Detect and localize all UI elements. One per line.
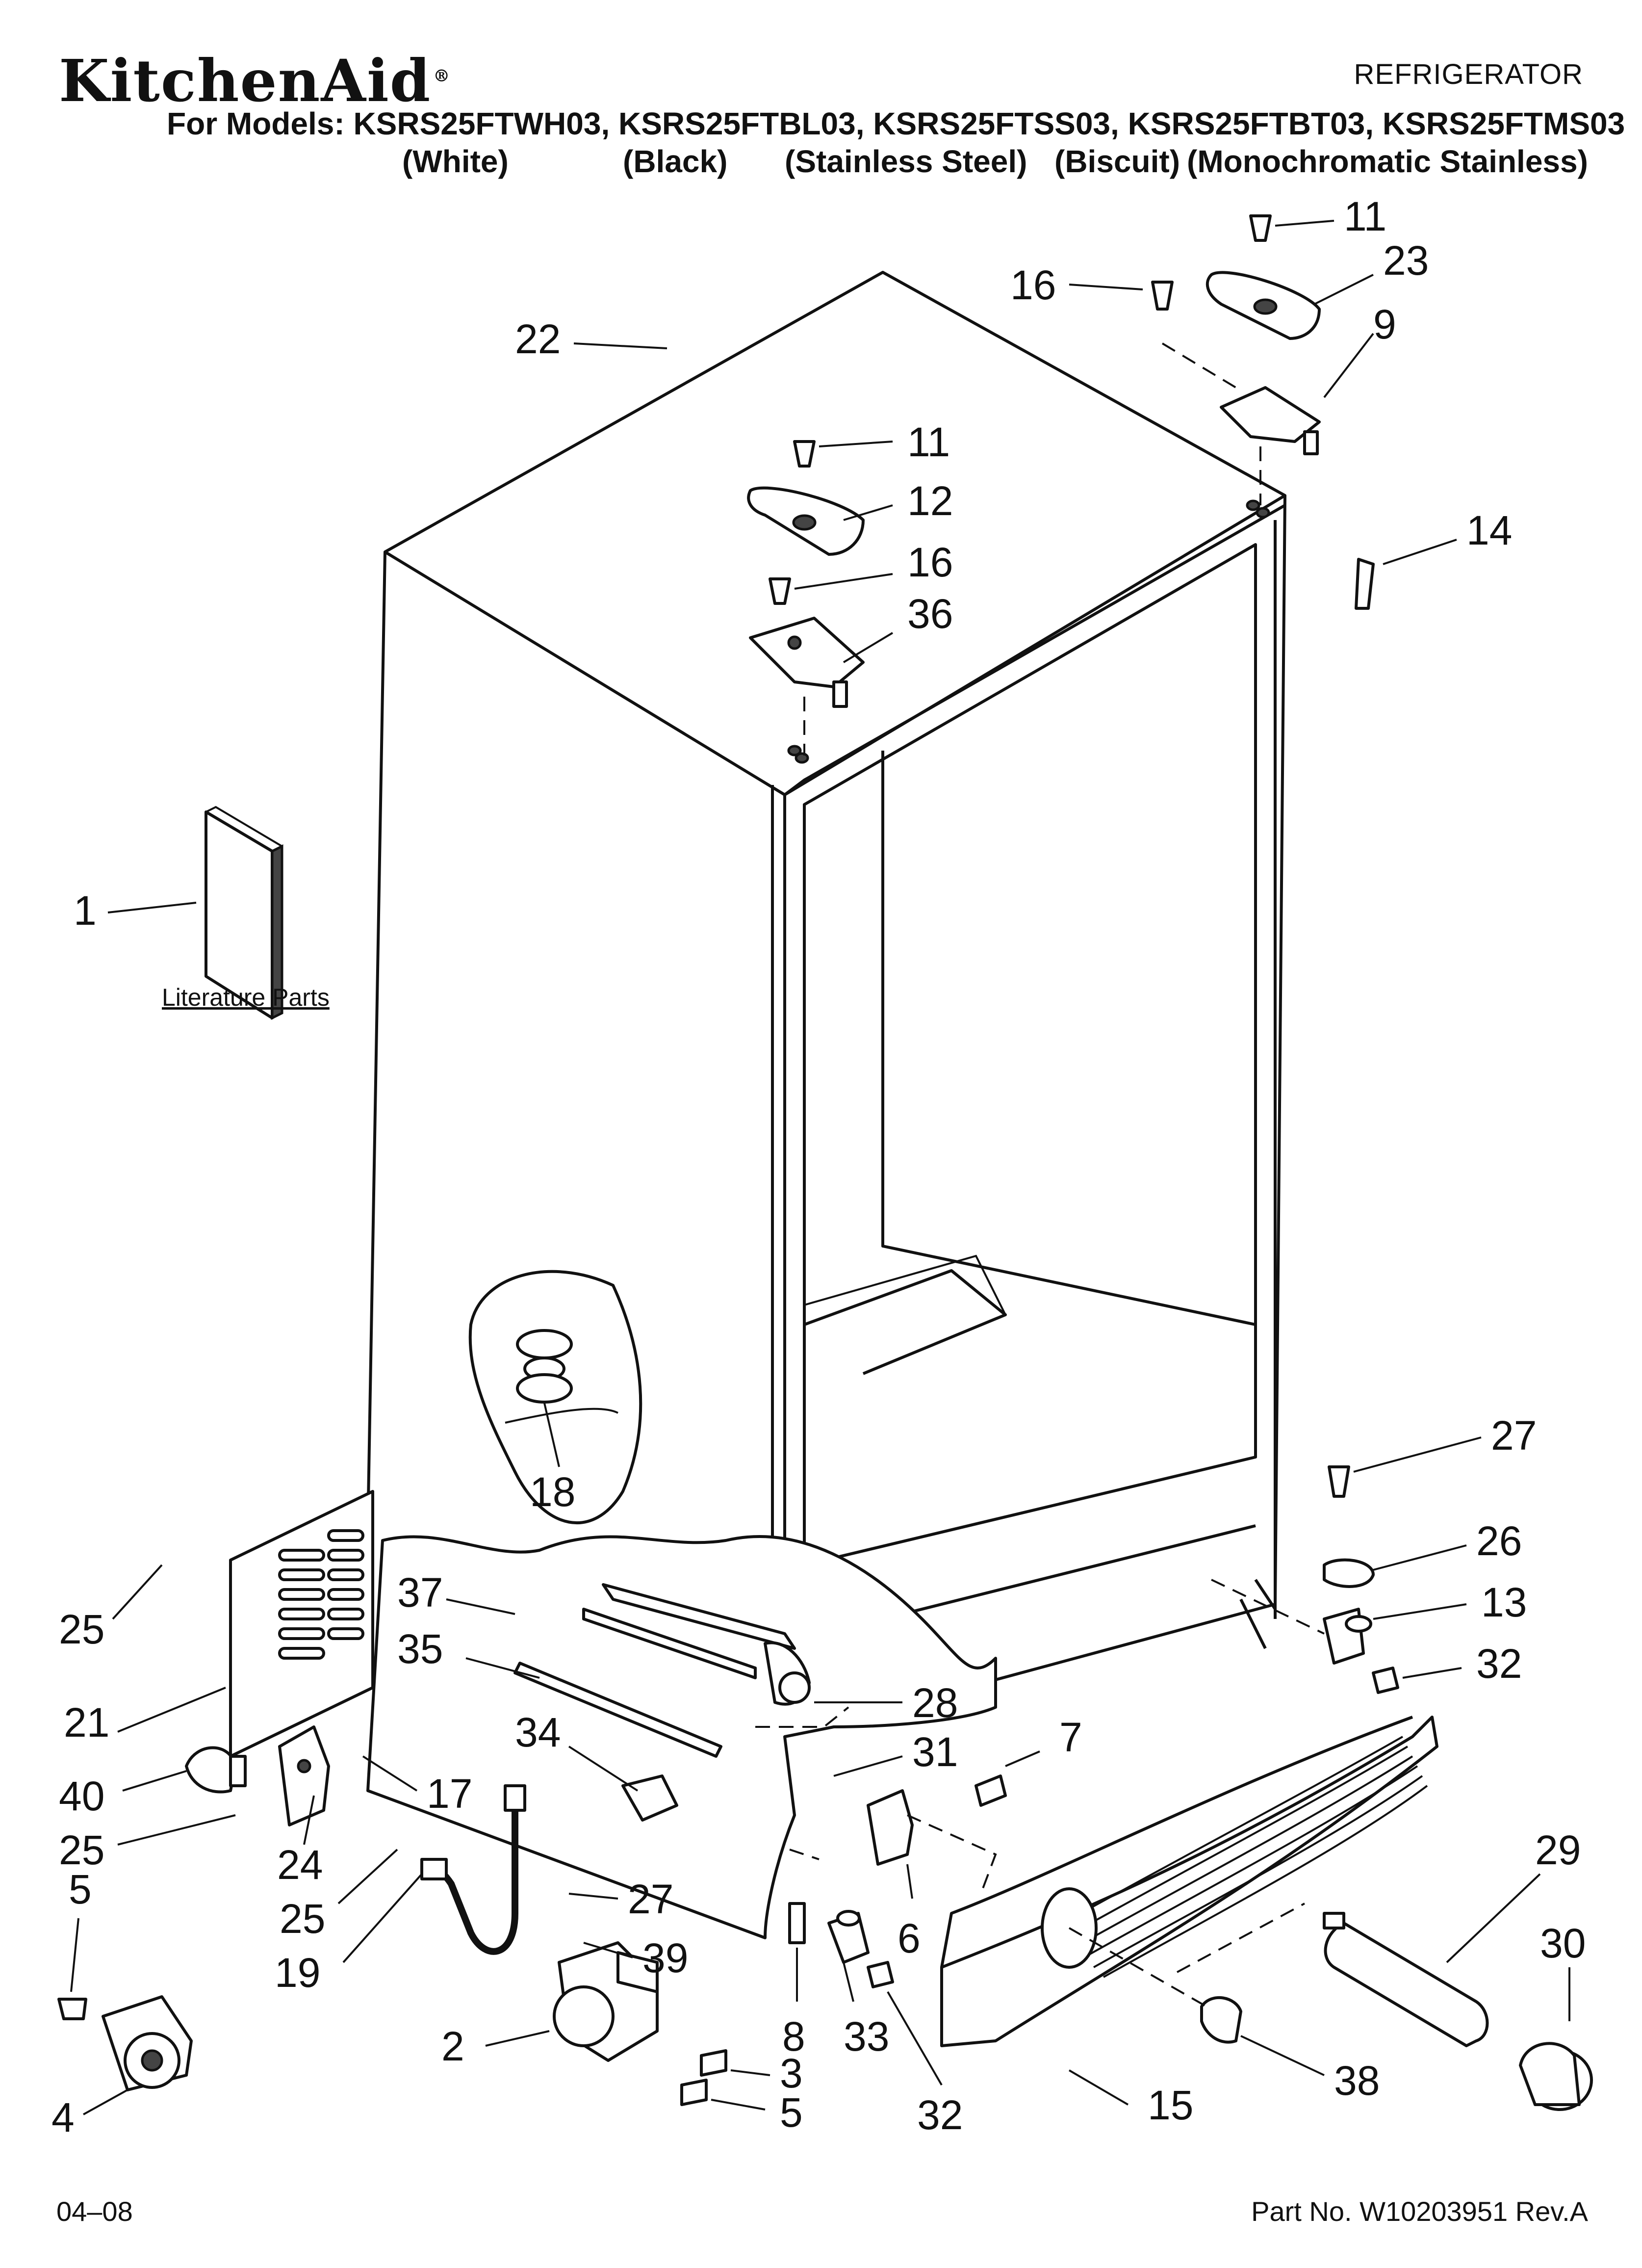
registered-mark: ®	[433, 66, 451, 86]
callout-5-left: 5	[69, 1866, 92, 1912]
cabinet	[364, 271, 1286, 1738]
callout-9: 9	[1373, 301, 1396, 347]
callout-37: 37	[397, 1569, 443, 1616]
hinge-bracket-24	[278, 1725, 330, 1826]
water-filter	[1323, 1912, 1489, 2047]
lower-hinge	[553, 1941, 727, 2106]
base-grille	[940, 1716, 1438, 2047]
callout-27-right: 27	[1491, 1412, 1537, 1459]
small-brackets	[788, 1774, 1007, 1988]
callout-22: 22	[515, 316, 561, 362]
grille-slots	[278, 1529, 364, 1660]
callout-1: 1	[74, 887, 97, 934]
callout-16-right: 16	[1010, 262, 1056, 308]
callout-21: 21	[64, 1699, 109, 1746]
callout-12: 12	[907, 478, 953, 524]
callout-30: 30	[1540, 1920, 1586, 1966]
callout-26: 26	[1476, 1518, 1522, 1564]
callouts: 1 Literature Parts 2 3 4 5 5 6 7 8 9 11 …	[51, 193, 1586, 2140]
callout-16-left: 16	[907, 539, 953, 585]
variant-white: (White)	[402, 144, 509, 179]
callout-25-top: 25	[59, 1606, 104, 1652]
bottom-cutaway	[366, 1535, 997, 1939]
callout-31: 31	[912, 1729, 958, 1775]
brand-name: KitchenAid	[59, 47, 432, 115]
callout-25-mid: 25	[59, 1827, 104, 1873]
callout-33: 33	[844, 2013, 889, 2059]
callout-11-right: 11	[1344, 193, 1386, 239]
footer-part-number: Part No. W10203951 Rev.A	[1251, 2196, 1588, 2227]
callout-34: 34	[515, 1709, 561, 1755]
callout-7: 7	[1059, 1714, 1082, 1760]
callout-27-left: 27	[628, 1876, 673, 1922]
variant-stainless: (Stainless Steel)	[785, 144, 1027, 179]
callout-2: 2	[441, 2023, 464, 2069]
variant-biscuit: (Biscuit)	[1054, 144, 1180, 179]
water-tube	[420, 1784, 526, 1955]
callout-32-left: 32	[917, 2092, 963, 2138]
literature-booklet	[205, 806, 283, 1020]
variant-black: (Black)	[623, 144, 728, 179]
cutaway-panel	[468, 1270, 642, 1524]
callout-18: 18	[530, 1469, 575, 1515]
brand-logo: KitchenAid®	[59, 47, 451, 115]
callout-38: 38	[1334, 2058, 1380, 2104]
callout-36: 36	[907, 591, 953, 637]
callout-39: 39	[642, 1935, 688, 1981]
callout-23: 23	[1383, 237, 1429, 284]
callout-11-left: 11	[907, 419, 950, 465]
callout-19: 19	[275, 1950, 320, 1996]
callout-8: 8	[782, 2013, 805, 2059]
bypass-plug	[1200, 1996, 1242, 2044]
assembly-dash-lines	[755, 1579, 1325, 2007]
variant-monochromatic: (Monochromatic Stainless)	[1187, 144, 1588, 179]
document-type: REFRIGERATOR	[1354, 58, 1583, 90]
callout-3: 3	[780, 2050, 803, 2096]
callout-15: 15	[1148, 2082, 1193, 2128]
callout-24: 24	[277, 1842, 323, 1888]
callout-6: 6	[898, 1915, 921, 1961]
callout-35: 35	[397, 1626, 443, 1672]
callout-14: 14	[1466, 507, 1512, 553]
filter-cap	[1519, 2042, 1593, 2111]
rear-grille-panel	[229, 1490, 374, 1758]
callout-29: 29	[1535, 1827, 1581, 1873]
washer-40	[185, 1746, 247, 1794]
callout-40: 40	[59, 1773, 104, 1819]
footer-date: 04–08	[56, 2196, 133, 2227]
callout-28: 28	[912, 1680, 958, 1726]
callout-4: 4	[51, 2094, 75, 2140]
top-hinge-left	[747, 440, 865, 756]
literature-label: Literature Parts	[162, 984, 330, 1011]
lower-right-hinge	[1323, 1465, 1399, 1694]
callout-5-right: 5	[780, 2089, 803, 2136]
callout-13: 13	[1481, 1579, 1527, 1625]
callout-17: 17	[427, 1771, 472, 1817]
models-line: For Models: KSRS25FTWH03, KSRS25FTBL03, …	[167, 106, 1625, 141]
callout-32-right: 32	[1476, 1641, 1522, 1687]
front-roller-left	[57, 1995, 193, 2091]
top-hinge-right	[1151, 214, 1375, 610]
callout-25-low: 25	[280, 1896, 325, 1942]
